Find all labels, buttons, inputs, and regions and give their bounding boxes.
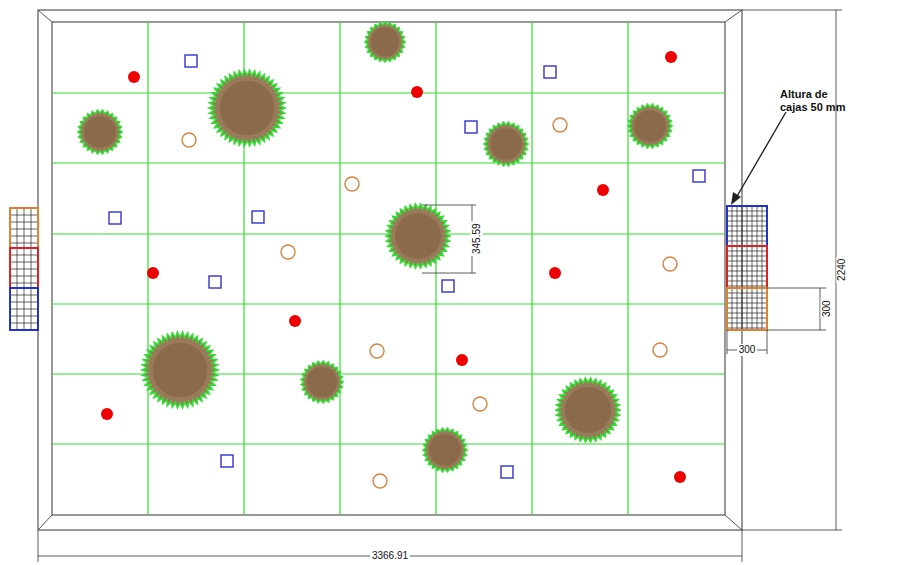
shrub-core [634, 110, 666, 142]
box-stack [727, 206, 767, 246]
shrub [209, 70, 285, 146]
blue-square [221, 455, 233, 467]
red-dot [549, 267, 561, 279]
frame-corner [725, 515, 742, 530]
orange-ring [345, 177, 359, 191]
blue-square [501, 466, 513, 478]
grid-line [52, 443, 725, 444]
shrub [556, 378, 620, 442]
shrub [484, 122, 528, 166]
orange-ring [553, 118, 567, 132]
grid-line [627, 22, 628, 515]
blue-square [465, 121, 477, 133]
shrub-core [490, 128, 522, 160]
callout-note: Altura de cajas 50 mm [780, 88, 858, 113]
field-ground [52, 22, 725, 515]
arrow-head [731, 192, 741, 205]
dimension-value: 2240 [836, 257, 848, 283]
extension-line [742, 10, 842, 11]
shrub [628, 104, 672, 148]
shrub [78, 110, 122, 154]
orange-ring [281, 245, 295, 259]
orange-ring [663, 257, 677, 271]
blue-square [442, 280, 454, 292]
dimension-value: 3366.91 [370, 550, 410, 562]
shrub-core [395, 213, 441, 259]
blue-square [252, 211, 264, 223]
extension-line [767, 288, 826, 289]
red-dot [101, 408, 113, 420]
box-stack [727, 246, 767, 288]
extension-line [742, 530, 842, 531]
shrub-core [429, 434, 461, 466]
box-stack [10, 208, 38, 248]
frame-corner [38, 10, 52, 22]
orange-ring [370, 344, 384, 358]
red-dot [456, 354, 468, 366]
grid-line [52, 92, 725, 93]
grid-line [339, 22, 340, 515]
red-dot [665, 51, 677, 63]
red-dot [128, 71, 140, 83]
red-dot [411, 86, 423, 98]
shrub [386, 204, 450, 268]
orange-ring [182, 133, 196, 147]
grid-line [531, 22, 532, 515]
red-dot [289, 315, 301, 327]
shrub-core [307, 367, 337, 397]
extension-line [767, 330, 826, 331]
grid-line [52, 162, 725, 163]
shrub [365, 22, 405, 62]
shrub [301, 361, 343, 403]
grid-line [147, 22, 148, 515]
frame-corner [725, 10, 742, 22]
orange-ring [373, 474, 387, 488]
shrub [142, 332, 218, 408]
blue-square [185, 55, 197, 67]
orange-ring [473, 397, 487, 411]
shrub-core [153, 343, 208, 398]
shrub-core [565, 387, 611, 433]
dimension-value: 300 [737, 344, 758, 356]
red-dot [147, 267, 159, 279]
extension-line [38, 530, 39, 562]
red-dot [674, 471, 686, 483]
dimension-value: 345.59 [470, 222, 482, 257]
box-stack [10, 248, 38, 288]
orange-ring [653, 343, 667, 357]
blue-square [693, 170, 705, 182]
extension-line [422, 273, 476, 274]
shrub-core [84, 116, 116, 148]
shrub-core [220, 81, 275, 136]
dimension-value: 300 [820, 299, 832, 320]
extension-line [742, 530, 743, 562]
box-stack [727, 288, 767, 330]
red-dot [597, 184, 609, 196]
box-stack [10, 288, 38, 330]
leader-line [736, 112, 786, 198]
shrub [423, 428, 467, 472]
shrub-core [371, 28, 400, 57]
extension-line [422, 205, 476, 206]
blue-square [109, 212, 121, 224]
blue-square [544, 66, 556, 78]
grid-line [52, 303, 725, 304]
frame-corner [38, 515, 52, 530]
blue-square [209, 276, 221, 288]
outer-frame [38, 10, 742, 530]
